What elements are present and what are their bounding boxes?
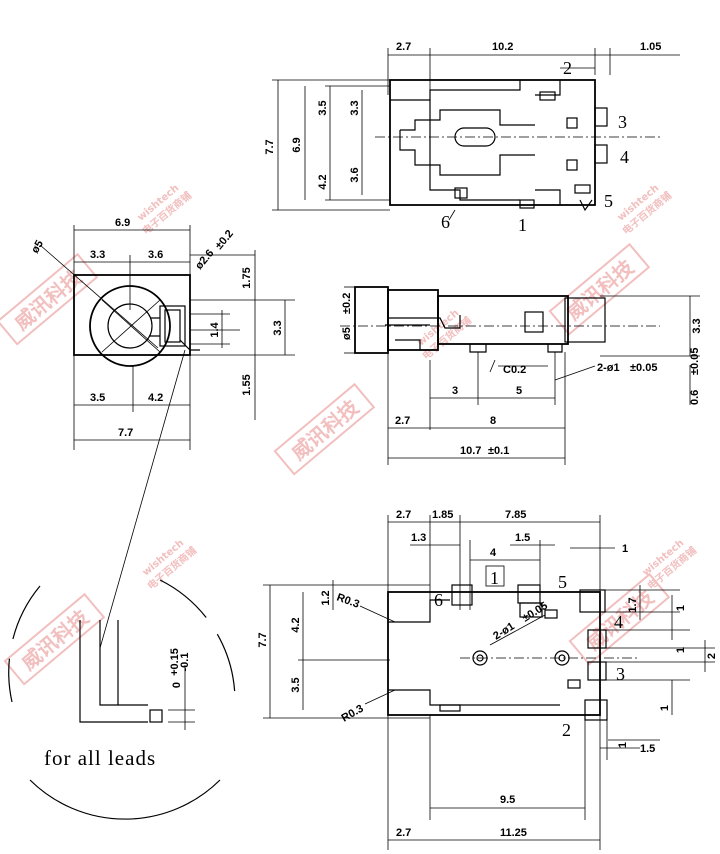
end-dim-3-3r: 3.3 [272,320,284,335]
watermark-brand: 威讯科技 [287,394,364,464]
bot-dim-r1b: 1 [675,647,687,653]
bot-dim-7-85: 7.85 [505,509,526,521]
bot-radius-top: R0.3 [335,592,361,611]
bot-pin-4: 4 [614,612,623,632]
top-pin-2: 2 [563,58,572,78]
bot-dim-2: 2 [706,653,718,659]
side-dim-0-6: 0.6 [689,390,701,405]
end-dim-3-3: 3.3 [90,249,105,261]
side-dim-8: 8 [490,415,496,427]
side-dim-3: 3 [452,385,458,397]
bot-dim-2-7b: 2.7 [396,827,411,839]
side-chamfer: C0.2 [503,364,526,376]
end-dim-1-75: 1.75 [241,267,253,288]
top-dim-3-6: 3.6 [349,167,361,182]
side-pins-tol: ±0.05 [630,362,657,374]
top-dim-10-2: 10.2 [492,41,513,53]
end-dim-4-2: 4.2 [148,392,163,404]
top-view: 2.7 10.2 1.05 7.7 6.9 3.5 4.2 3.3 3.6 [264,41,680,235]
end-dim-3-6: 3.6 [148,249,163,261]
bot-dim-7-7: 7.7 [257,632,269,647]
side-dim-10-7: 10.7 [460,445,481,457]
top-pin-1: 1 [518,215,527,235]
side-dim-5: 5 [516,385,522,397]
end-hole-tol: ±0.2 [213,228,236,252]
end-dim-1-55: 1.55 [241,374,253,395]
top-dim-7-7: 7.7 [264,139,276,154]
bot-dim-r1d: 1 [617,742,629,748]
bot-dim-r1a: 1 [675,605,687,611]
side-dim-2-7: 2.7 [395,415,410,427]
bot-dim-9-5: 9.5 [500,794,515,806]
top-pin-3: 3 [618,112,627,132]
top-dim-4-2: 4.2 [317,174,329,189]
watermark-brand: 威讯科技 [562,254,639,324]
detail-view: +0.15 -0.1 0 for all leads [8,579,236,820]
end-hole-dia: ø2.6 [193,247,216,272]
side-dim-10-7-tol: ±0.1 [488,445,509,457]
bot-pin-3: 3 [616,664,625,684]
bot-dim-3-5: 3.5 [290,677,302,692]
bot-holes-note: 2-ø1 [491,620,517,642]
side-dia-tol: ±0.2 [341,293,353,314]
bot-dim-1-2: 1.2 [320,590,332,605]
detail-zero: 0 [171,682,183,688]
side-pins-note: 2-ø1 [597,362,620,374]
top-pin-5: 5 [604,191,613,211]
detail-tol-lower: -0.1 [179,653,191,672]
bot-dim-4-2: 4.2 [290,617,302,632]
side-view: 3.3 0.6 ±0.05 ø5 ±0.2 C0.2 2-ø1 ±0.05 3 … [340,286,703,465]
bot-pin-1: 1 [490,568,499,588]
top-dim-3-3: 3.3 [349,100,361,115]
top-dim-6-9: 6.9 [291,137,303,152]
bot-dim-1-85: 1.85 [432,509,453,521]
bot-dim-r1c: 1 [659,705,671,711]
bot-dim-1-7: 1.7 [627,597,639,612]
end-dim-3-5: 3.5 [90,392,105,404]
detail-caption: for all leads [44,746,156,770]
bot-pin-5: 5 [558,572,567,592]
end-dim-7-7: 7.7 [118,427,133,439]
top-pin-6: 6 [441,212,450,232]
bottom-view: 2.7 1.85 7.85 1.3 4 1.5 1 7.7 4.2 3.5 1.… [257,509,718,850]
end-dim-6-9: 6.9 [115,217,130,229]
bot-dim-1-5r: 1.5 [640,743,655,755]
bot-dim-2-7: 2.7 [396,509,411,521]
bot-pin-2: 2 [562,720,571,740]
bot-dim-11-25: 11.25 [500,827,527,839]
bot-dim-1: 1 [622,543,628,555]
side-dim-3-3: 3.3 [691,318,703,333]
watermark-brand: 威讯科技 [17,604,94,674]
top-dim-3-5: 3.5 [317,100,329,115]
top-dim-1-05: 1.05 [640,41,661,53]
end-dia-5: ø5 [29,238,46,255]
bot-pin-6: 6 [434,590,443,610]
bot-dim-4: 4 [490,547,497,559]
bot-radius-bottom: R0.3 [340,703,366,725]
end-dim-1-4: 1.4 [209,321,221,337]
bot-dim-1-5: 1.5 [515,532,530,544]
top-pin-4: 4 [620,147,629,167]
bot-dim-1-3: 1.3 [411,532,426,544]
side-dia-5: ø5 [341,327,353,340]
side-dim-0-6-tol: ±0.05 [689,348,701,375]
detail-tol-upper: +0.15 [169,648,181,676]
top-dim-2-7: 2.7 [396,41,411,53]
